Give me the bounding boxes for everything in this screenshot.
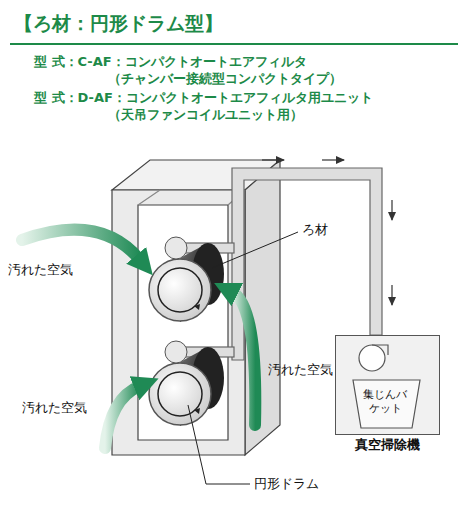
air-label: 汚れた空気 bbox=[268, 362, 333, 378]
drums bbox=[149, 237, 224, 426]
node-text: 集じんバケット bbox=[358, 384, 412, 416]
vacuum-cleaner: 真空掃除機集じんバケット bbox=[335, 335, 440, 435]
node-heading: 真空掃除機 bbox=[336, 437, 439, 453]
title-rule bbox=[10, 43, 458, 45]
model-note: （チャンバー接続型コンパクトタイプ） bbox=[108, 71, 342, 87]
air-label: 汚れた空気 bbox=[8, 262, 73, 278]
duct bbox=[176, 168, 382, 360]
flow-arrows bbox=[262, 160, 392, 305]
model-note: （天吊ファンコイルユニット用） bbox=[108, 107, 303, 123]
leader-lines bbox=[188, 232, 298, 484]
dust-bucket: 集じんバケット bbox=[358, 384, 412, 428]
part-label: 円形ドラム bbox=[254, 476, 319, 492]
housing bbox=[112, 160, 280, 455]
air-label: 汚れた空気 bbox=[22, 400, 87, 416]
model-line: 型 式：D-AF：コンパクトオートエアフィルタ用ユニット bbox=[34, 90, 373, 106]
part-label: ろ材 bbox=[302, 222, 328, 238]
vacuum-body bbox=[335, 335, 440, 435]
model-line: 型 式：C-AF：コンパクトオートエアフィルタ bbox=[34, 54, 307, 70]
title: 【ろ材：円形ドラム型】 bbox=[14, 12, 223, 35]
